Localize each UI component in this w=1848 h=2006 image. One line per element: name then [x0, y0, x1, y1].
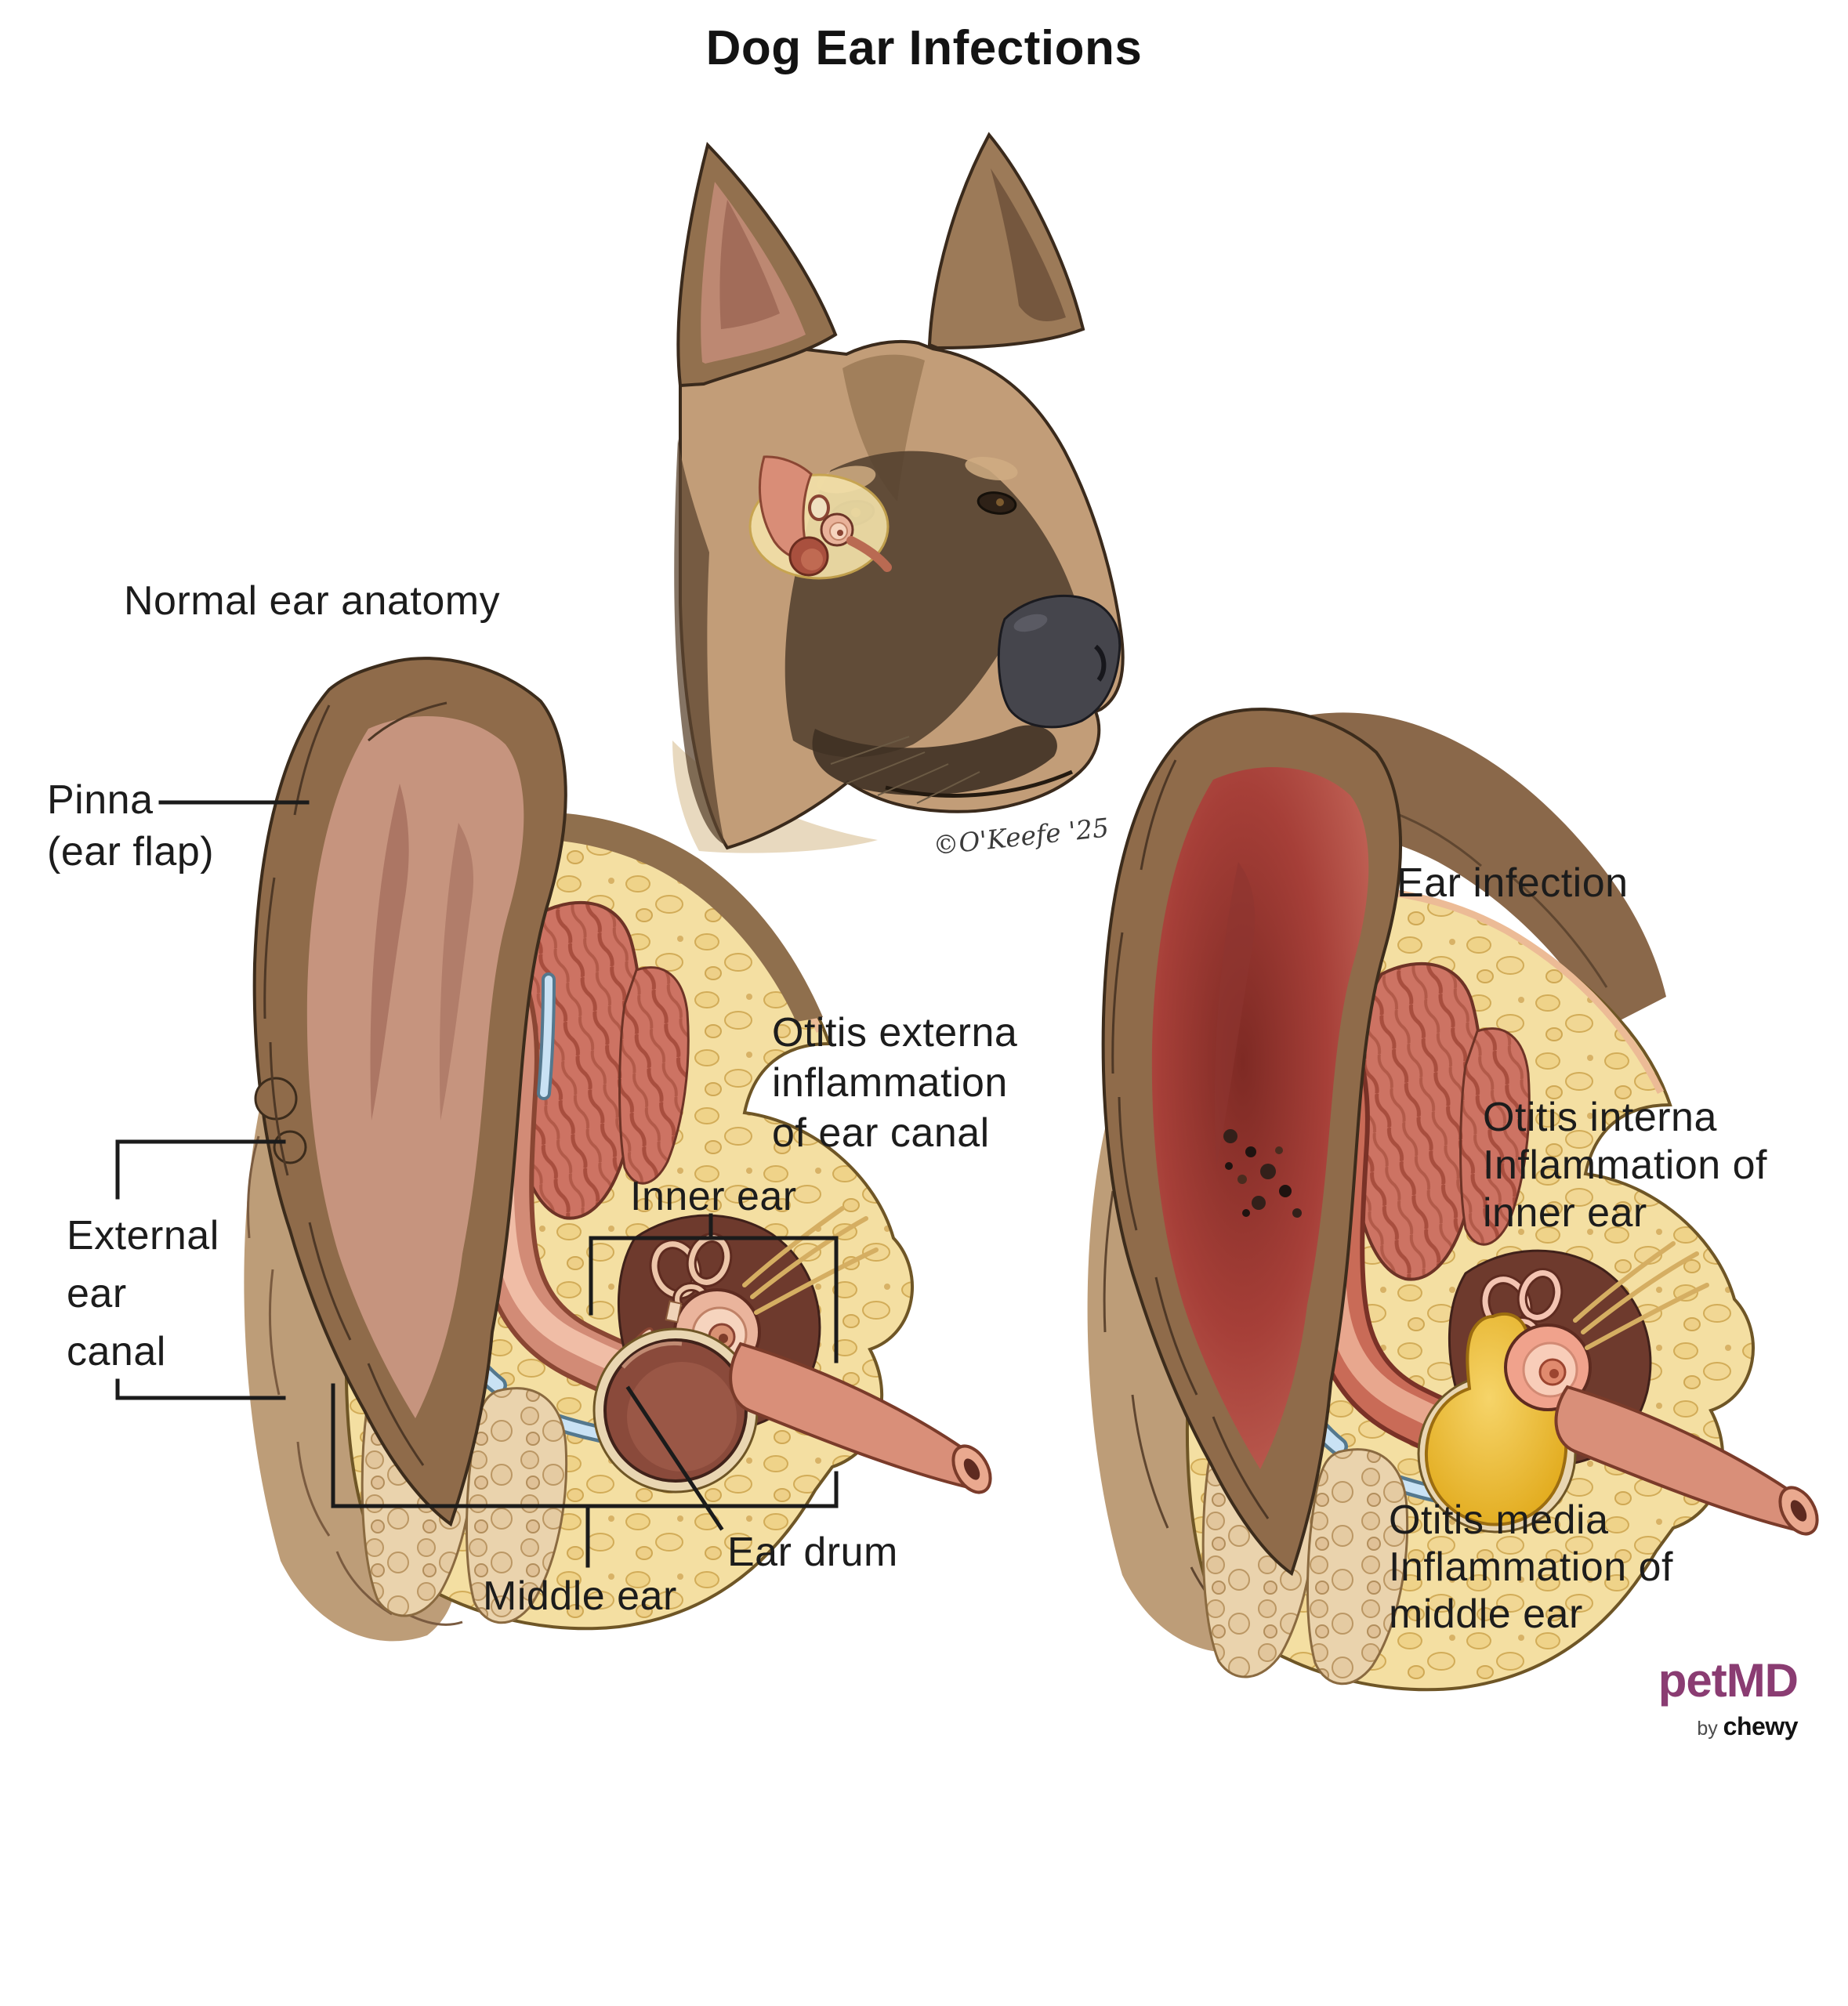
middle-ear-bulla	[592, 1327, 759, 1494]
muscle-small	[618, 966, 690, 1185]
dog-whiskers	[830, 736, 980, 804]
label-otitis-media: Otitis media Inflammation of middle ear	[1389, 1497, 1673, 1637]
fur-strokes	[247, 1135, 463, 1626]
dog-mouth	[885, 769, 1074, 798]
dog-forehead-shading	[842, 354, 925, 502]
ear-drum-leader-line	[625, 1385, 724, 1531]
petmd-logo: petMD by chewy	[1658, 1653, 1799, 1741]
label-middle-ear: Middle ear	[483, 1573, 677, 1619]
external-canal-bracket-top	[115, 1139, 286, 1200]
label-otitis-interna: Otitis interna Inflammation of inner ear	[1483, 1095, 1767, 1236]
dog-right-eye	[977, 491, 1017, 515]
dog-nose	[997, 594, 1121, 729]
callout-lines	[115, 800, 839, 1568]
inflamed-pinna	[1101, 708, 1403, 1577]
petmd-wordmark: petMD	[1658, 1654, 1799, 1707]
dog-lower-muzzle	[812, 725, 1057, 795]
dog-right-brow	[965, 457, 1018, 480]
label-ear-drum: Ear drum	[727, 1530, 898, 1575]
chewy-wordmark: chewy	[1723, 1712, 1799, 1740]
head-cutaway-anatomy	[748, 455, 892, 580]
middle-ear-bracket	[331, 1383, 839, 1508]
auditory-nerves	[1573, 1241, 1709, 1350]
normal-ear-illustration	[244, 657, 992, 1642]
page-title: Dog Ear Infections	[705, 21, 1143, 75]
infected-panel-heading: Ear infection	[1397, 860, 1629, 906]
label-inner-ear: Inner ear	[630, 1174, 797, 1219]
eustachian-tube	[1554, 1385, 1819, 1536]
label-otitis-externa: Otitis externa inflammation of ear canal	[772, 1010, 1018, 1156]
dog-neck-shadow	[674, 439, 725, 845]
dog-right-ear	[927, 132, 1085, 350]
infected-ear-illustration	[1087, 708, 1819, 1692]
infected-middle-ear	[1417, 1312, 1577, 1533]
eustachian-tube	[729, 1342, 992, 1494]
dog-head-illustration	[672, 132, 1125, 853]
inner-ear-box	[589, 1236, 839, 1363]
byline-prefix: by	[1697, 1718, 1718, 1740]
pinna-ear-flap	[252, 657, 567, 1527]
crust-debris	[1223, 1129, 1302, 1218]
auditory-nerves	[742, 1206, 879, 1315]
normal-panel-heading: Normal ear anatomy	[124, 578, 501, 624]
label-external-ear-canal: External ear canal	[67, 1213, 219, 1374]
chewy-byline: by chewy	[1658, 1712, 1798, 1741]
dog-left-ear	[676, 142, 838, 388]
external-canal-bracket-bottom	[115, 1378, 286, 1400]
label-pinna: Pinna (ear flap)	[47, 777, 215, 874]
